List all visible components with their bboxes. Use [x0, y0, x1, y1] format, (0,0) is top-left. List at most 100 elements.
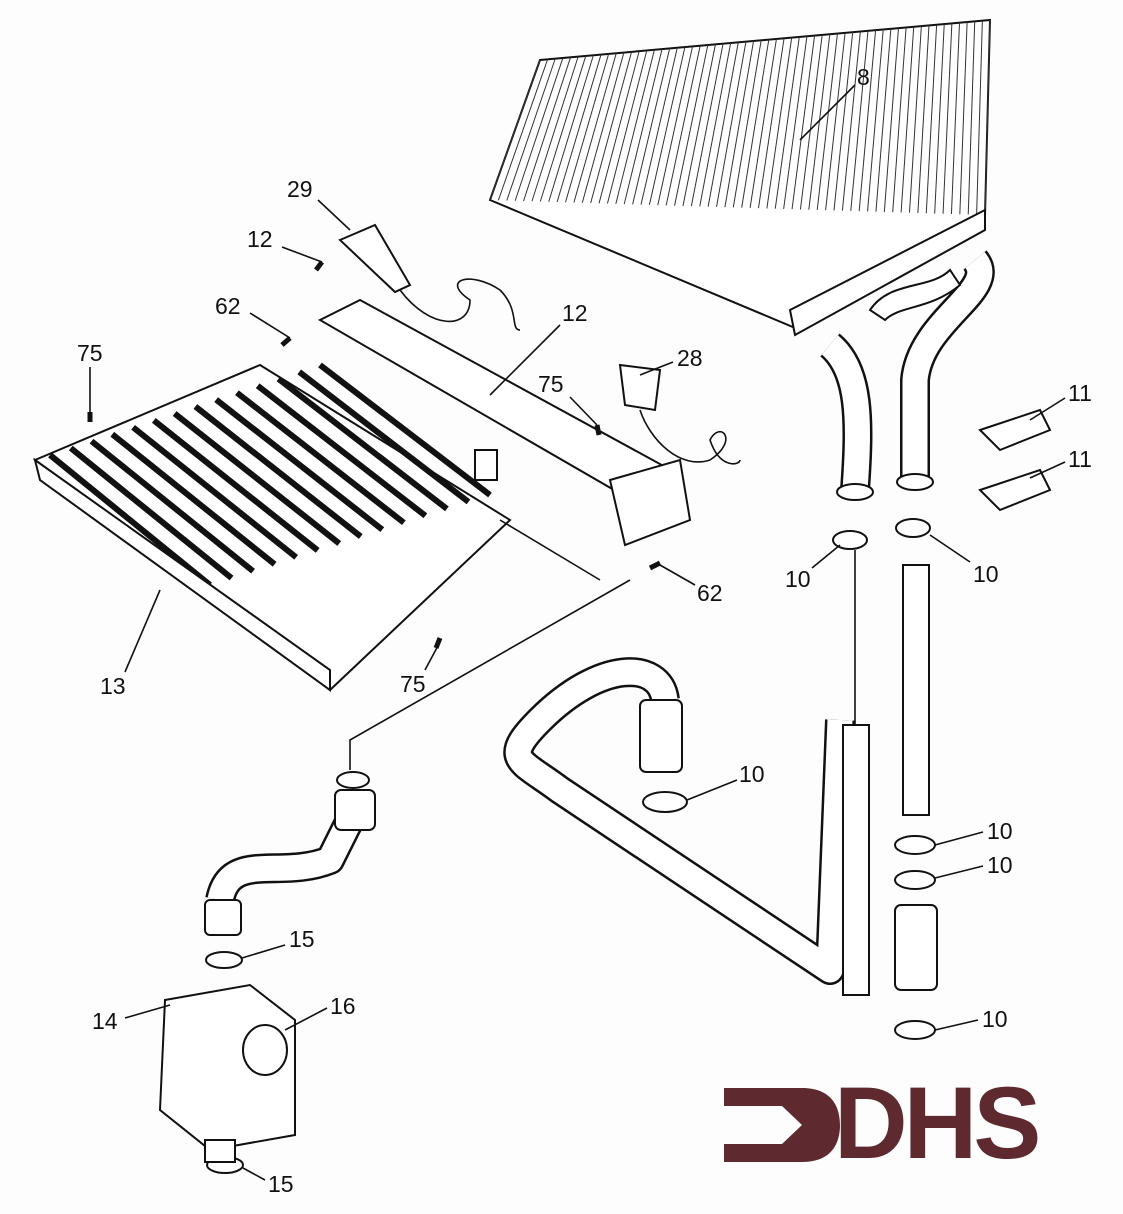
- fin: [959, 22, 968, 215]
- fin: [690, 43, 724, 207]
- fin: [883, 28, 899, 212]
- fin: [573, 53, 617, 203]
- fin: [615, 49, 655, 204]
- fin: [799, 34, 823, 210]
- burner-blade: [110, 431, 277, 567]
- screws: [87, 260, 662, 649]
- callout-75: 75: [538, 371, 564, 397]
- burner-blade: [68, 445, 234, 581]
- flame-sensing-electrode: [618, 363, 741, 465]
- fin: [581, 52, 625, 203]
- burner-blade: [89, 438, 255, 574]
- fin: [741, 39, 770, 208]
- fin: [783, 36, 808, 209]
- burner: [33, 362, 512, 692]
- callout-28: 28: [677, 345, 703, 371]
- fin: [724, 40, 755, 208]
- fin: [774, 36, 800, 209]
- callout-10: 10: [987, 818, 1013, 844]
- callout-75: 75: [400, 671, 426, 697]
- callout-12: 12: [562, 300, 588, 326]
- fin: [892, 27, 907, 213]
- callout-10: 10: [982, 1006, 1008, 1032]
- callout-13: 13: [100, 673, 126, 699]
- fin: [489, 59, 541, 201]
- heat-exchanger-outlet-pipes: [819, 250, 995, 501]
- fin: [900, 26, 915, 213]
- callout-10: 10: [973, 561, 999, 587]
- fin: [757, 38, 785, 209]
- sealing-washers: [205, 518, 936, 1174]
- burner-blade: [172, 411, 342, 546]
- burner-blade: [214, 397, 385, 532]
- burner-blade: [276, 376, 449, 512]
- fin: [497, 59, 549, 201]
- fin: [623, 49, 663, 205]
- callout-10: 10: [785, 566, 811, 592]
- fin: [791, 35, 816, 210]
- fin: [732, 40, 762, 208]
- callout-15: 15: [289, 926, 315, 952]
- fin: [950, 22, 960, 215]
- fin: [808, 34, 831, 210]
- fin: [716, 41, 747, 207]
- callout-8: 8: [857, 64, 870, 90]
- callout-leaders: [89, 84, 1066, 1181]
- fin: [875, 28, 892, 212]
- fin: [640, 47, 678, 205]
- gas-valve: [158, 983, 296, 1163]
- fin: [531, 56, 579, 202]
- callout-29: 29: [287, 176, 313, 202]
- logo-text: DHS: [834, 1066, 1041, 1180]
- arrow-logo-icon: [724, 1088, 840, 1162]
- fin: [665, 45, 701, 206]
- callout-62: 62: [215, 293, 241, 319]
- fin: [976, 20, 983, 215]
- callout-10: 10: [739, 761, 765, 787]
- fin: [825, 32, 846, 211]
- fin: [674, 44, 709, 206]
- callout-14: 14: [92, 1008, 118, 1034]
- fin: [850, 30, 869, 211]
- burner-blade: [297, 369, 471, 505]
- fin: [657, 46, 694, 206]
- fin: [766, 37, 793, 209]
- callout-12: 12: [247, 226, 273, 252]
- fin: [606, 50, 648, 204]
- fin: [648, 47, 686, 205]
- fin: [925, 24, 938, 214]
- fin: [816, 33, 838, 210]
- callout-11: 11: [1068, 446, 1092, 472]
- dhs-logo: DHS: [722, 1072, 1092, 1174]
- water-pipes: [204, 564, 938, 996]
- fin: [942, 23, 953, 214]
- burner-blade: [48, 452, 212, 588]
- burner-blade: [151, 418, 320, 553]
- ignition-electrode: [338, 223, 521, 331]
- assembly-lines: [349, 519, 856, 770]
- fin: [841, 31, 861, 211]
- callout-75: 75: [77, 340, 103, 366]
- fin: [867, 29, 884, 212]
- fin: [934, 24, 945, 214]
- fin: [682, 44, 716, 206]
- clips: [978, 408, 1052, 512]
- callout-62: 62: [697, 580, 723, 606]
- callout-11: 11: [1068, 380, 1092, 406]
- fin: [548, 55, 594, 202]
- fin: [598, 51, 640, 204]
- fin: [917, 25, 930, 213]
- fin: [749, 38, 777, 208]
- burner-blade: [193, 404, 363, 539]
- fin: [539, 55, 587, 202]
- heat-exchanger: [488, 18, 992, 337]
- burner-blade: [131, 424, 299, 560]
- fin: [699, 42, 732, 207]
- fin: [858, 30, 877, 212]
- fin: [514, 57, 564, 201]
- burner-blade: [255, 383, 428, 519]
- gas-manifold: [317, 298, 692, 547]
- fin: [632, 48, 671, 205]
